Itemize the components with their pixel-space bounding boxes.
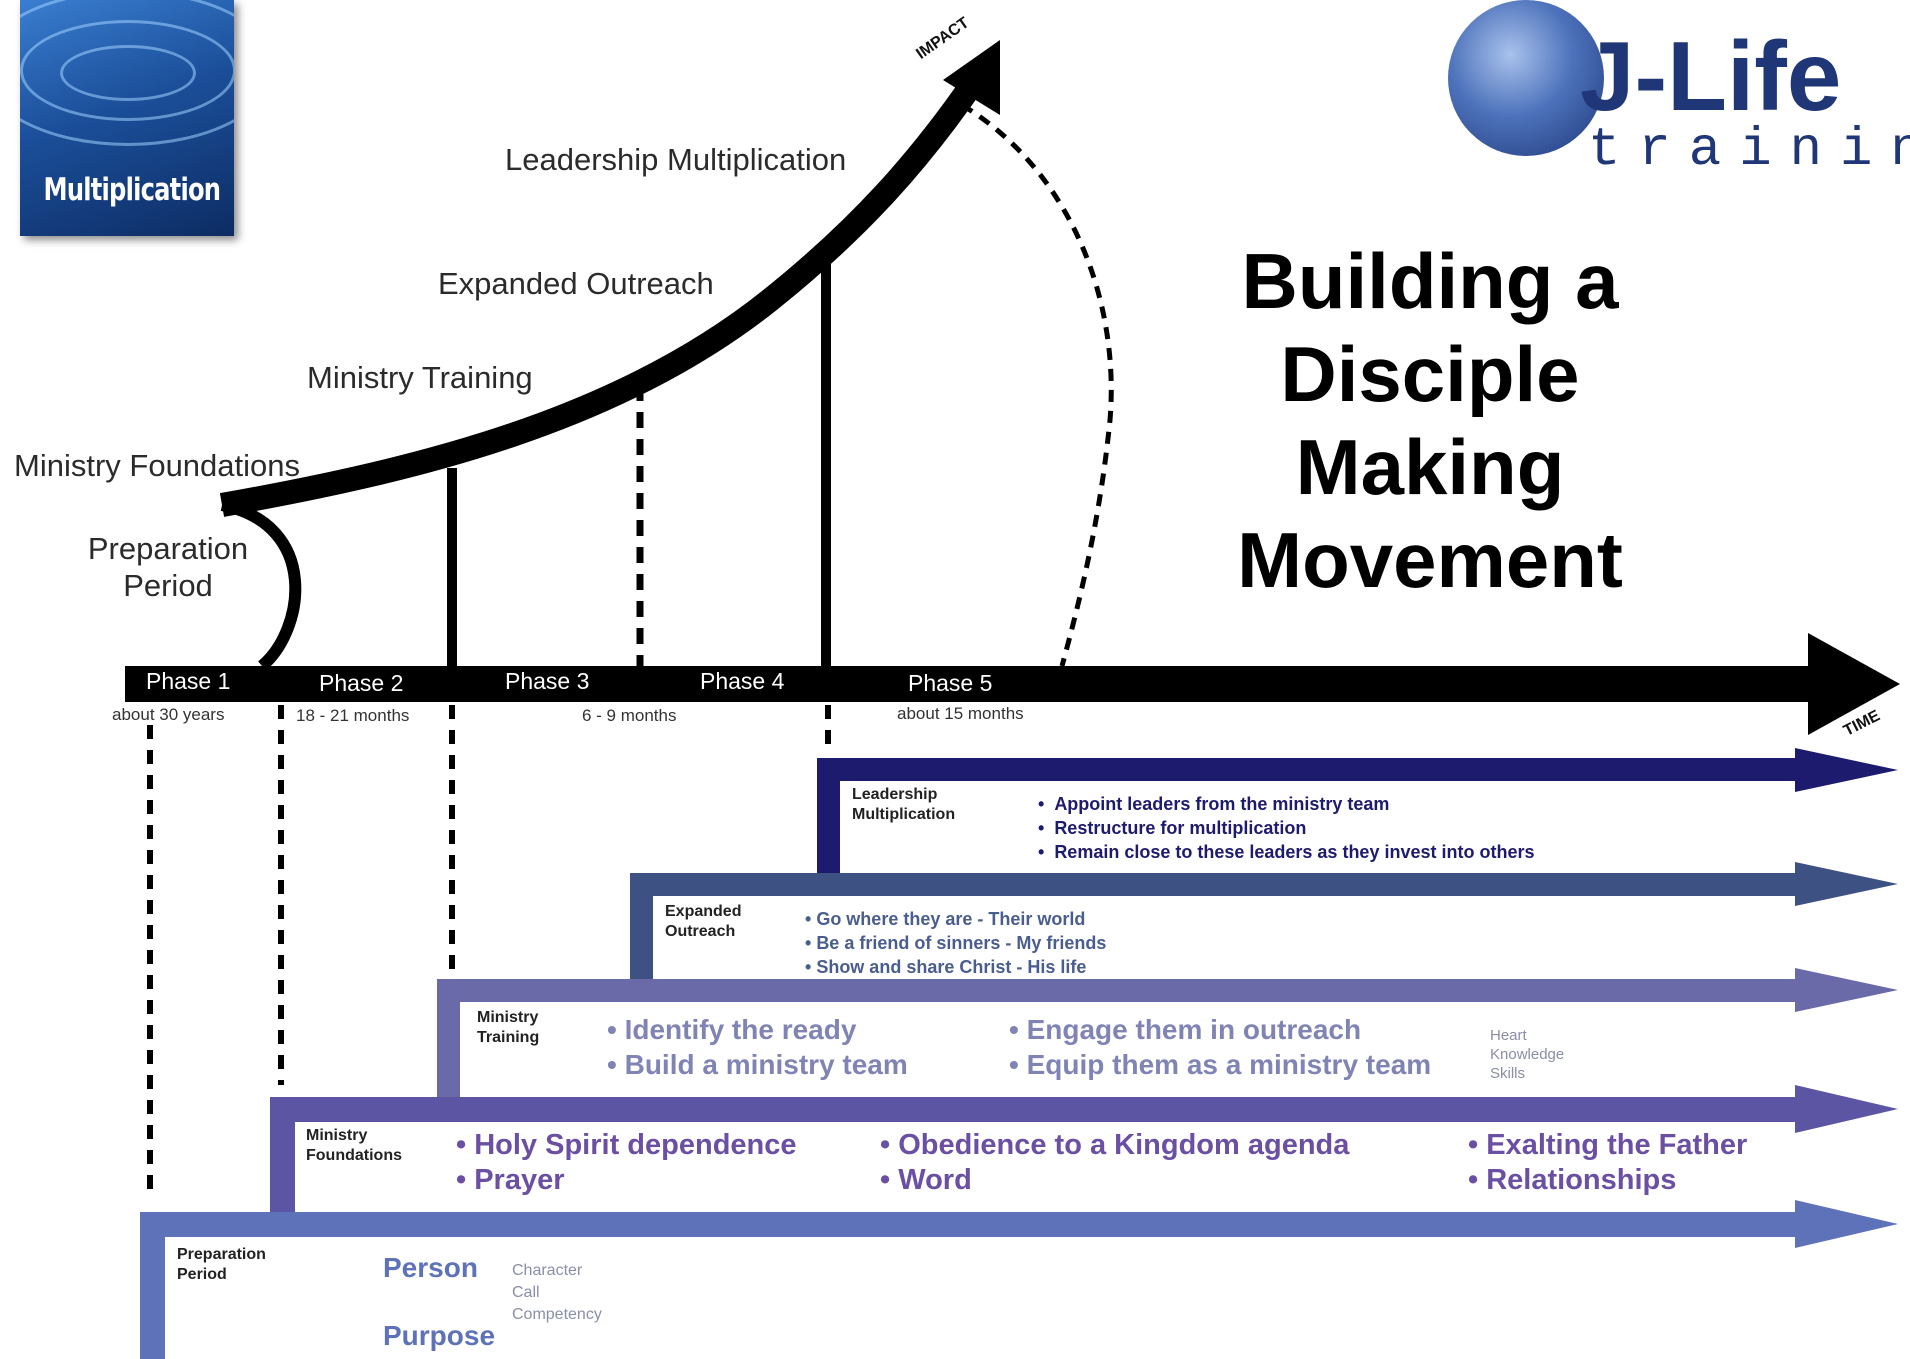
multiplication-logo: Multiplication xyxy=(20,0,234,236)
list-item: • Engage them in outreach xyxy=(1009,1014,1362,1045)
time-axis-arrowhead xyxy=(1808,633,1900,735)
phase-label-1: Phase 1 xyxy=(146,668,231,694)
stage-label-leadership: Leadership Multiplication xyxy=(505,142,847,177)
phase-label-2: Phase 2 xyxy=(319,670,404,696)
step-training-bullets-b: • Engage them in outreach • Equip them a… xyxy=(1009,1012,1431,1082)
step-foundations-bullets-c: • Exalting the Father • Relationships xyxy=(1468,1128,1747,1198)
phase-label-5: Phase 5 xyxy=(908,670,993,696)
list-item: • Equip them as a ministry team xyxy=(1009,1049,1432,1080)
list-item: • Relationships xyxy=(1468,1164,1677,1196)
phase-label-4: Phase 4 xyxy=(700,668,785,694)
step-foundations-bullets-b: • Obedience to a Kingdom agenda • Word xyxy=(880,1128,1349,1198)
list-item: • Appoint leaders from the ministry team xyxy=(1038,794,1390,814)
decline-curve xyxy=(960,102,1114,667)
list-item: • Holy Spirit dependence xyxy=(456,1129,797,1161)
title-line-2: Disciple xyxy=(1280,330,1580,418)
step-preparation-side: Character Call Competency xyxy=(512,1262,602,1323)
stage-label-foundations: Ministry Foundations xyxy=(14,448,301,483)
step-training-side: Heart Knowledge Skills xyxy=(1490,1027,1565,1082)
list-item: • Obedience to a Kingdom agenda xyxy=(880,1129,1350,1161)
list-item: • Be a friend of sinners - My friends xyxy=(805,933,1107,953)
step-training-bullets-a: • Identify the ready • Build a ministry … xyxy=(607,1012,908,1082)
title-line-1: Building a xyxy=(1241,237,1619,325)
step-foundations-name: Ministry Foundations xyxy=(306,1127,402,1164)
step-training-name: Ministry Training xyxy=(477,1009,540,1046)
step-outreach-name: Expanded Outreach xyxy=(665,903,742,940)
phase-label-3: Phase 3 xyxy=(505,668,590,694)
title-line-4: Movement xyxy=(1237,516,1623,604)
step-training-shape xyxy=(437,968,1898,1097)
step-preparation-shape xyxy=(140,1200,1898,1359)
impact-arrowhead xyxy=(943,40,1000,115)
step-leadership-bullets: • Appoint leaders from the ministry team… xyxy=(1038,792,1534,864)
logo-text: Multiplication xyxy=(43,172,221,208)
stage-label-preparation: Preparation Period xyxy=(87,531,249,603)
globe-icon xyxy=(1448,0,1604,156)
step-foundations-shape xyxy=(270,1085,1898,1217)
list-item: • Build a ministry team xyxy=(607,1049,908,1080)
list-item: • Word xyxy=(880,1164,972,1196)
preparation-loop xyxy=(220,499,302,671)
duration-phase-1: about 30 years xyxy=(112,705,225,724)
page-title: Building a Disciple Making Movement xyxy=(1180,235,1680,607)
step-preparation-person: Person xyxy=(383,1252,478,1283)
stage-label-outreach: Expanded Outreach xyxy=(438,266,714,301)
step-preparation-purpose: Purpose xyxy=(383,1320,496,1351)
brand-subtitle: training xyxy=(1588,120,1910,181)
list-item: • Prayer xyxy=(456,1164,565,1196)
list-item: • Go where they are - Their world xyxy=(805,909,1086,929)
step-outreach-shape xyxy=(630,862,1898,981)
list-item: • Exalting the Father xyxy=(1468,1129,1748,1161)
duration-phase-3: 6 - 9 months xyxy=(582,706,677,725)
step-leadership-shape xyxy=(817,748,1898,878)
duration-phase-5: about 15 months xyxy=(897,704,1024,723)
step-foundations-bullets-a: • Holy Spirit dependence • Prayer xyxy=(456,1128,797,1198)
title-line-3: Making xyxy=(1295,423,1565,511)
list-item: • Remain close to these leaders as they … xyxy=(1038,842,1535,862)
step-leadership-name: Leadership Multiplication xyxy=(852,786,956,823)
step-preparation-name: Preparation Period xyxy=(177,1246,266,1283)
list-item: • Identify the ready xyxy=(607,1014,857,1045)
list-item: • Restructure for multiplication xyxy=(1038,818,1307,838)
time-axis-bar xyxy=(125,666,1815,702)
impact-curve xyxy=(219,73,985,517)
stage-label-training: Ministry Training xyxy=(307,360,533,395)
step-outreach-bullets: • Go where they are - Their world • Be a… xyxy=(805,907,1106,979)
brand-name: J-Life xyxy=(1580,21,1842,131)
list-item: • Show and share Christ - His life xyxy=(805,957,1087,977)
duration-phase-2: 18 - 21 months xyxy=(296,706,410,725)
